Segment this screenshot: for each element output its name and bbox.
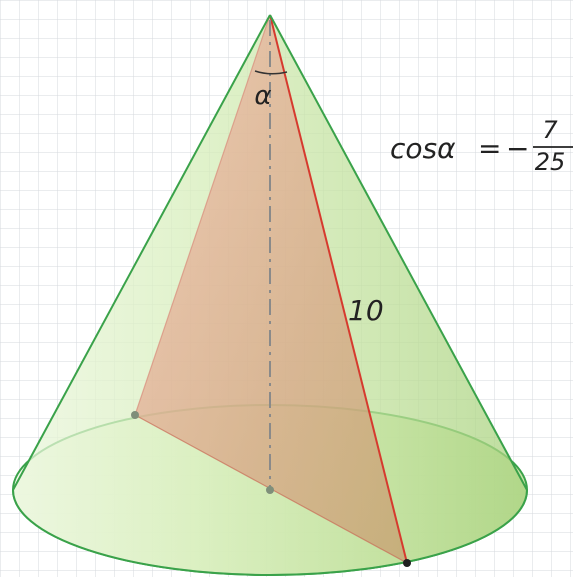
angle-label: α (254, 81, 271, 111)
section-left-edge (134, 14, 271, 416)
formula-equals: = (478, 132, 501, 165)
formula-denominator: 25 (535, 148, 566, 176)
axial-section (135, 15, 407, 563)
angle-arc (254, 70, 288, 75)
section-right-point (403, 559, 411, 567)
section-slant-edge (269, 14, 408, 564)
formula-minus: − (506, 132, 529, 165)
slant-label: 10 (348, 294, 384, 327)
cone-right-generator (269, 14, 528, 491)
cone-base-front-arc (12, 489, 528, 576)
formula-numerator: 7 (542, 116, 558, 144)
section-left-point (131, 411, 139, 419)
cone-left-generator (12, 14, 271, 491)
base-center-point (266, 486, 274, 494)
cos-formula: cosα = − 7 25 (390, 116, 573, 176)
formula-lhs: cosα (390, 132, 456, 165)
